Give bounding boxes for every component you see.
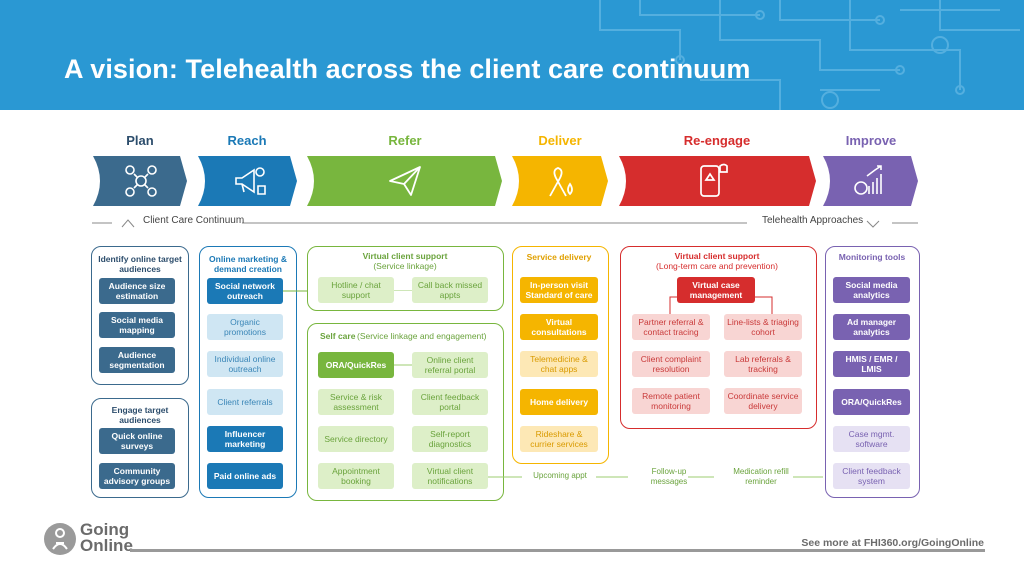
improve-item: Social media analytics [833,277,910,303]
chevron-refer [307,156,502,206]
improve-item: HMIS / EMR / LMIS [833,351,910,377]
plan-identify-item: Audience segmentation [99,347,175,373]
reminder-item: Follow-up messages [650,467,688,486]
improve-item: Client feedback system [833,463,910,489]
refer-selfcare-item: Virtual client notifications [412,463,488,489]
refer-virtual-item: Call back missed appts [412,277,488,303]
stage-label-reach: Reach [227,133,267,148]
improve-item: ORA/QuickRes [833,389,910,415]
stage-label-improve: Improve [845,133,897,148]
megaphone-media-icon [235,167,266,195]
improve-item: Ad manager analytics [833,314,910,340]
reminder-row-lines [488,476,823,478]
stage-label-plan: Plan [126,133,154,148]
refer-virtual-title: Virtual client support [362,251,448,261]
chevron-deliver [512,156,608,206]
refer-selfcare-item: ORA/QuickRes [318,352,394,378]
refer-virtual-subtitle: (Service linkage) [373,261,437,271]
deliver-item: Rideshare & currier services [520,426,598,452]
plan-engage-title: Engage target audiences [111,405,169,425]
stage-label-refer: Refer [388,133,422,148]
reengage-connector [669,296,773,314]
refer-inner-connectors [394,290,412,366]
deliver-item: Virtual consultations [520,314,598,340]
continuum-right-label: Telehealth Approaches [762,215,864,226]
stage-label-reengage: Re-engage [683,133,751,148]
reach-item: Client referrals [207,389,283,415]
growth-chart-icon [854,165,882,195]
people-network-icon [125,165,157,197]
plan-engage-item: Community advisory groups [99,463,175,489]
reengage-subtitle: (Long-term care and prevention) [656,261,778,271]
chevron-improve [823,156,918,206]
reach-item: Organic promotions [207,314,283,340]
reminder-item: Medication refill reminder [733,467,789,486]
refer-selfcare-item: Client feedback portal [412,389,488,415]
deliver-item: Home delivery [520,389,598,415]
footer-logo-line1: Going [80,520,130,539]
reengage-item: Line-lists & triaging cohort [724,314,802,340]
reengage-item: Client complaint resolution [632,351,710,377]
refer-virtual-item: Hotline / chat support [318,277,394,303]
deliver-title: Service delivery [526,252,592,262]
refer-selfcare-item: Service & risk assessment [318,389,394,415]
plan-identify-item: Audience size estimation [99,278,175,304]
reach-title: Online marketing & demand creation [209,254,287,274]
going-online-logo-icon [44,523,76,555]
refer-selfcare-item: Online client referral portal [412,352,488,378]
reengage-item: Partner referral & contact tracing [632,314,710,340]
reengage-item: Coordinate service delivery [724,388,802,414]
footer-logo-line2: Online [80,536,133,555]
phone-alert-icon [700,163,728,197]
continuum-left-label: Client Care Continuum [143,215,245,226]
improve-item: Case mgmt. software [833,426,910,452]
reach-item: Social network outreach [207,278,283,304]
plan-engage-item: Quick online surveys [99,428,175,454]
reach-item: Influencer marketing [207,426,283,452]
header-banner: A vision: Telehealth across the client c… [0,0,1024,110]
reengage-item: Lab referrals & tracking [724,351,802,377]
paper-plane-icon [389,166,421,196]
footer-logo-text: Going Online [80,520,133,555]
plan-identify-item: Social media mapping [99,312,175,338]
refer-selfcare-item: Service directory [318,426,394,452]
improve-title: Monitoring tools [838,252,906,262]
continuum-divider [92,219,918,228]
page-title: A vision: Telehealth across the client c… [64,54,751,84]
chevron-plan [93,156,187,206]
plan-identify-title: Identify online target audiences [98,254,182,274]
refer-selfcare-item: Self-report diagnostics [412,426,488,452]
chevron-reach [198,156,297,206]
chevron-reengage [619,156,816,206]
ribbon-drop-icon [549,167,573,197]
stage-label-deliver: Deliver [538,133,582,148]
footer-link[interactable]: See more at FHI360.org/GoingOnline [801,537,984,549]
reminder-item: Upcoming appt [533,471,587,480]
footer-divider [130,549,985,552]
refer-selfcare-item: Appointment booking [318,463,394,489]
deliver-item: Telemedicine & chat apps [520,351,598,377]
reach-item: Individual online outreach [207,351,283,377]
refer-selfcare-subtitle: (Service linkage and engagement) [357,331,487,341]
circuit-decoration [599,0,1020,110]
refer-selfcare-title: Self care [320,331,356,341]
reach-item: Paid online ads [207,463,283,489]
reengage-item: Remote patient monitoring [632,388,710,414]
reengage-title: Virtual client support [674,251,760,261]
deliver-item: In-person visit Standard of care [520,277,598,303]
reengage-center: Virtual case management [677,277,755,303]
refer-connector-lines [283,290,310,292]
